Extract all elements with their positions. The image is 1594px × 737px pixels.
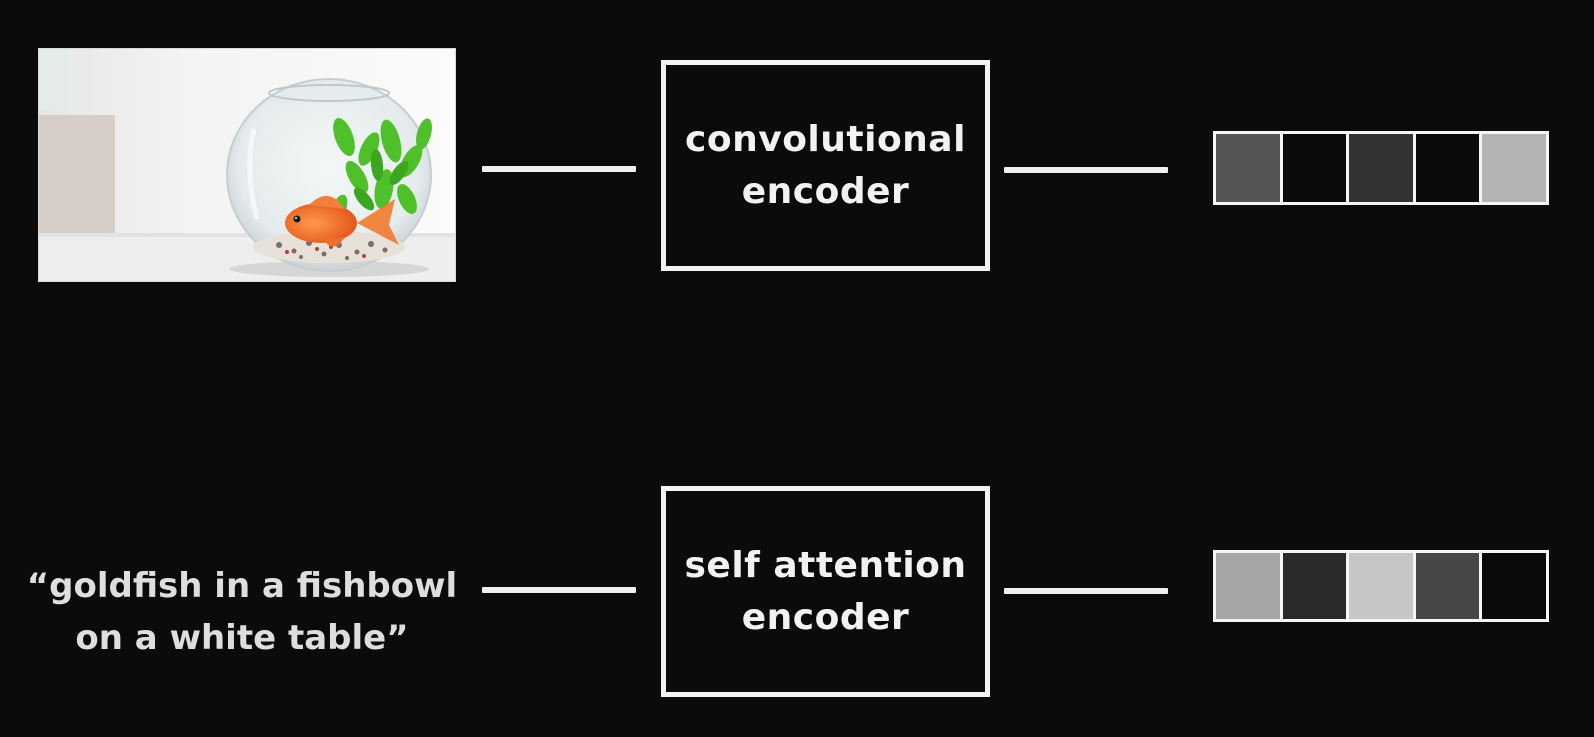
embedding-cell — [1282, 134, 1347, 202]
connector-line — [482, 587, 636, 593]
encoder-label: convolutional encoder — [685, 118, 966, 212]
embedding-cell — [1415, 553, 1480, 619]
image-embedding-vector — [1213, 131, 1549, 205]
fishbowl-illustration — [39, 49, 455, 281]
connector-line — [1004, 167, 1168, 173]
embedding-cell — [1482, 553, 1546, 619]
embedding-cell — [1482, 134, 1546, 202]
encoder-label: self attention encoder — [684, 544, 967, 638]
embedding-cell — [1349, 553, 1413, 619]
embedding-cell — [1349, 134, 1413, 202]
embedding-cell — [1216, 134, 1280, 202]
embedding-cell — [1415, 134, 1480, 202]
connector-line — [482, 166, 636, 172]
goldfish-photo — [38, 48, 456, 282]
text-embedding-vector — [1213, 550, 1549, 622]
embedding-cell — [1216, 553, 1280, 619]
convolutional-encoder-box: convolutional encoder — [661, 60, 990, 271]
self-attention-encoder-box: self attention encoder — [661, 486, 990, 697]
caption-text: “goldfish in a fishbowl on a white table… — [26, 566, 458, 658]
embedding-cell — [1282, 553, 1347, 619]
connector-line — [1004, 588, 1168, 594]
